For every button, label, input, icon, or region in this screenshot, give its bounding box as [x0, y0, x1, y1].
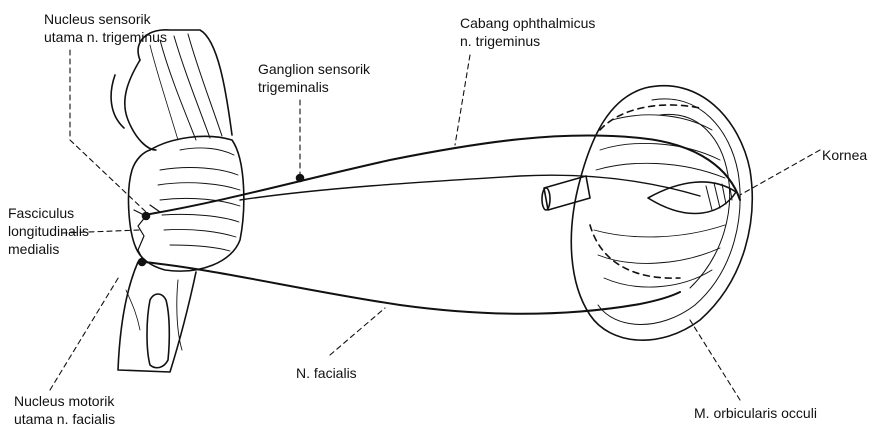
label-fasciculus: Fasciculus longitudinalis medialis — [8, 204, 89, 258]
label-cabang-ophthalmicus: Cabang ophthalmicus n. trigeminus — [460, 14, 595, 50]
label-nucleus-motorik: Nucleus motorik utama n. facialis — [14, 392, 115, 428]
label-ganglion-sensorik: Ganglion sensorik trigeminalis — [258, 60, 370, 96]
sensory-nucleus-dot — [143, 213, 150, 220]
leader-lines — [50, 50, 820, 400]
label-n-facialis: N. facialis — [296, 364, 357, 382]
brainstem — [111, 30, 244, 372]
label-kornea: Kornea — [822, 146, 867, 164]
label-nucleus-sensorik: Nucleus sensorik utama n. trigeminus — [44, 10, 167, 46]
label-orbicularis-occuli: M. orbicularis occuli — [694, 404, 817, 422]
